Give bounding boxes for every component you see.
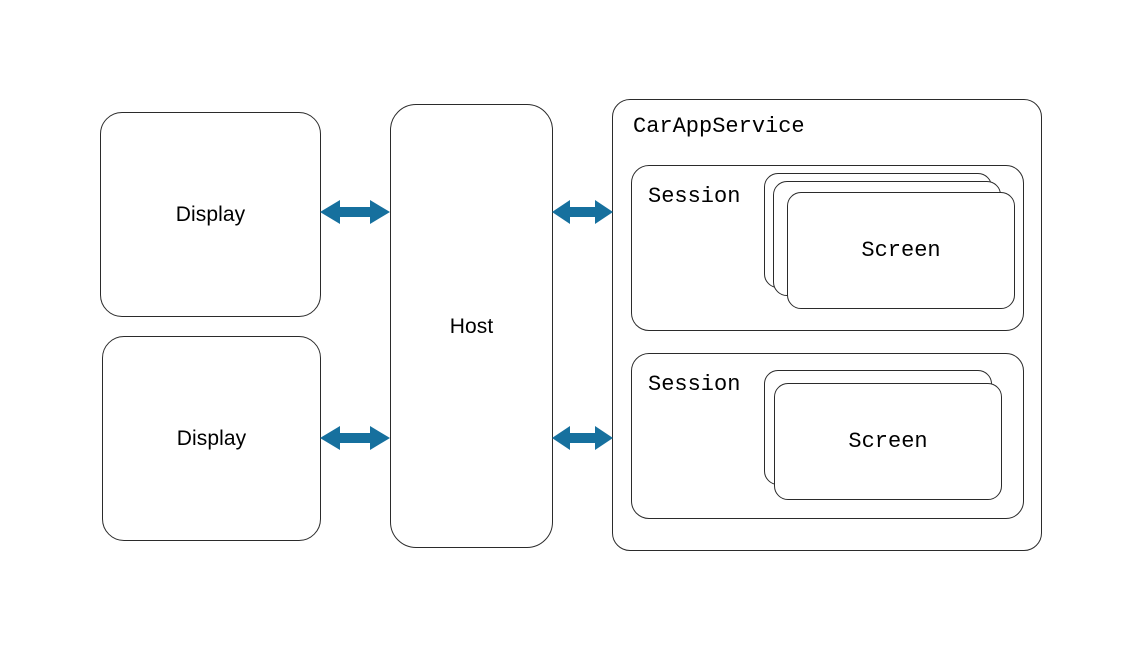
host-label: Host <box>449 314 494 338</box>
display-top-node[interactable]: Display <box>100 112 321 317</box>
host-node[interactable]: Host <box>390 104 553 548</box>
session-bottom-label: Session <box>648 372 741 397</box>
display-bottom-node[interactable]: Display <box>102 336 321 541</box>
arrow-display-top-to-host[interactable] <box>320 197 390 227</box>
screen-card-front-top[interactable]: Screen <box>787 192 1015 309</box>
session-top-node[interactable]: Session Screen <box>631 165 1024 331</box>
screen-card-front-bottom[interactable]: Screen <box>774 383 1002 500</box>
display-bottom-label: Display <box>176 427 247 450</box>
car-app-service-label: CarAppService <box>633 114 805 139</box>
session-top-label: Session <box>648 184 741 209</box>
screen-stack-bottom: Screen <box>632 354 1023 518</box>
screen-top-label: Screen <box>861 237 941 263</box>
screen-stack-top: Screen <box>632 166 1023 330</box>
car-app-service-node[interactable]: CarAppService Session Screen Session Scr… <box>612 99 1042 551</box>
screen-bottom-label: Screen <box>848 428 928 454</box>
arrow-host-to-session-bottom[interactable] <box>552 423 613 453</box>
session-bottom-node[interactable]: Session Screen <box>631 353 1024 519</box>
display-top-label: Display <box>175 203 246 226</box>
arrow-host-to-session-top[interactable] <box>552 197 613 227</box>
arrow-display-bottom-to-host[interactable] <box>320 423 390 453</box>
